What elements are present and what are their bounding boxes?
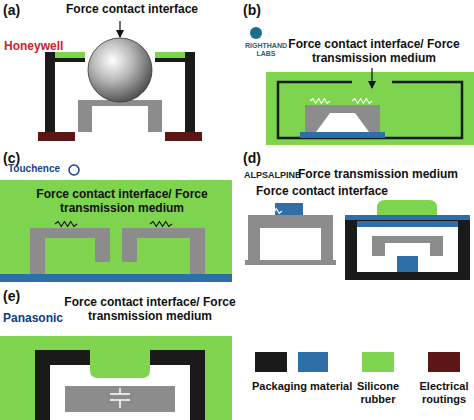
sensor-chip — [372, 236, 443, 256]
panel-letter: (a) — [3, 2, 20, 18]
panel-letter: (b) — [243, 2, 261, 18]
silicone-layer — [155, 52, 185, 58]
packaging-outline — [278, 82, 462, 138]
brand-logo: Panasonic — [3, 312, 63, 326]
capacitor-symbol — [110, 388, 130, 408]
resistor-symbol — [262, 209, 282, 214]
resistor-symbol — [352, 99, 372, 104]
sensor-chip — [248, 215, 333, 260]
chip-cavity — [316, 113, 369, 132]
part-label: Force contact interface/ Force transmiss… — [283, 38, 465, 66]
logo-icon — [69, 165, 79, 175]
brand-logo: RIGHTHAND LABS — [244, 42, 288, 58]
chip-beam — [122, 228, 205, 238]
panel-letter: (d) — [243, 150, 261, 166]
chip-beam — [30, 228, 110, 238]
legend-swatch — [298, 352, 328, 372]
sensor-chip — [65, 386, 175, 412]
electrical-routing — [165, 132, 202, 141]
logo-icon — [250, 27, 262, 39]
silicone-rubber — [0, 180, 232, 282]
leader-arrow — [371, 68, 372, 88]
silicone-plunger — [90, 345, 150, 378]
resistor-symbol — [150, 222, 172, 227]
part-label: Force contact interface — [242, 185, 402, 199]
legend-swatch — [362, 352, 394, 372]
substrate — [300, 132, 385, 138]
housing — [345, 215, 470, 280]
legend-label: Silicone rubber — [343, 380, 413, 405]
chip-post — [122, 238, 137, 262]
substrate — [0, 274, 232, 282]
part-label: Force contact interface/ Force transmiss… — [31, 188, 213, 216]
chip-base — [245, 260, 336, 265]
silicone-rubber — [0, 336, 232, 420]
sensor-chip — [305, 105, 380, 132]
chip-cavity — [260, 228, 321, 260]
brand-logo: Honeywell — [4, 40, 63, 54]
chip-support — [397, 256, 418, 272]
resistor-symbol — [310, 99, 330, 104]
resistor-symbol — [55, 222, 77, 227]
part-label: Force contact interface — [37, 3, 227, 17]
panel-letter: (e) — [3, 288, 20, 304]
legend-swatch — [255, 352, 287, 372]
steel-ball — [88, 38, 152, 102]
brand-logo: ALPSALPINE — [244, 170, 301, 180]
chip-post — [95, 238, 110, 262]
cover-layer — [357, 221, 458, 227]
part-label: Force transmission medium — [283, 168, 473, 182]
electrical-routing — [38, 132, 75, 141]
resistor-symbol — [140, 94, 158, 99]
legend-label: Electrical routings — [414, 380, 474, 405]
resistor-symbol — [308, 209, 328, 214]
cover-layer — [345, 215, 470, 220]
leader-arrow — [119, 21, 120, 37]
brand-logo: Touchence — [8, 163, 60, 175]
resistor-symbol — [82, 94, 100, 99]
legend-label: Packaging material — [252, 380, 352, 393]
silicone-dome — [377, 200, 437, 215]
housing-cavity — [357, 227, 458, 272]
legend-swatch — [428, 352, 460, 372]
silicone-rubber — [266, 72, 474, 145]
part-label: Force contact interface/ Force transmiss… — [59, 296, 241, 324]
chip-cavity — [385, 243, 430, 256]
